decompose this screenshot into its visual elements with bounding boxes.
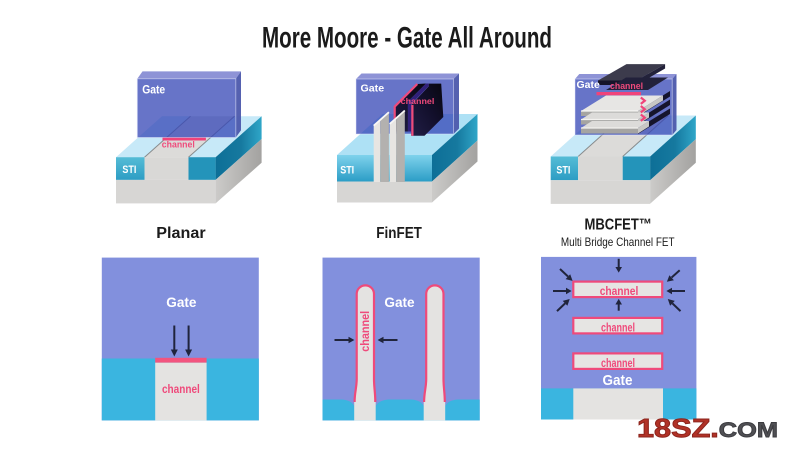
svg-text:channel: channel	[600, 285, 639, 298]
svg-text:Multi Bridge Channel FET: Multi Bridge Channel FET	[561, 235, 675, 249]
svg-text:channel: channel	[360, 311, 372, 352]
svg-text:channel: channel	[610, 81, 643, 91]
svg-text:MBCFET™: MBCFET™	[585, 217, 652, 234]
svg-text:channel: channel	[162, 383, 200, 396]
svg-text:Gate: Gate	[142, 84, 165, 96]
svg-text:channel: channel	[601, 357, 635, 370]
svg-text:channel: channel	[401, 96, 435, 106]
svg-text:Gate: Gate	[577, 80, 601, 91]
svg-text:Gate: Gate	[384, 295, 415, 310]
svg-text:Planar: Planar	[156, 225, 205, 242]
svg-text:STI: STI	[122, 164, 136, 176]
svg-text:channel: channel	[162, 140, 195, 151]
svg-text:Gate: Gate	[166, 295, 197, 310]
svg-text:channel: channel	[601, 321, 635, 334]
svg-text:FinFET: FinFET	[376, 225, 422, 242]
svg-text:STI: STI	[556, 164, 570, 176]
svg-text:18SZ.COM: 18SZ.COM	[637, 413, 778, 443]
svg-text:Gate: Gate	[603, 372, 633, 389]
svg-text:Gate: Gate	[361, 83, 385, 95]
svg-text:STI: STI	[340, 164, 354, 176]
svg-text:More Moore - Gate All Around: More Moore - Gate All Around	[262, 22, 552, 55]
